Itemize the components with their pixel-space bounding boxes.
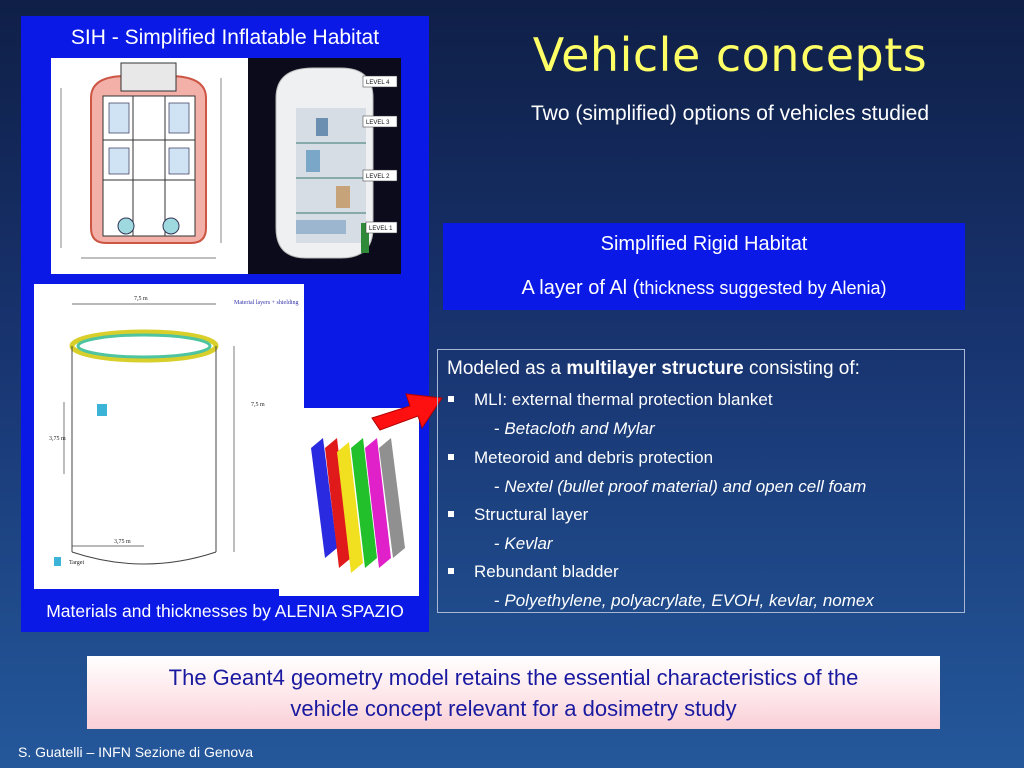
- detail-dash: -: [494, 534, 505, 553]
- list-item-label: MLI: external thermal protection blanket: [474, 390, 773, 409]
- detail-dash: -: [494, 591, 505, 610]
- detail-dash: -: [494, 477, 505, 496]
- list-item-detail: - Polyethylene, polyacrylate, EVOH, kevl…: [494, 591, 874, 611]
- level-2-label: LEVEL 2: [366, 174, 390, 180]
- bullet-square-icon: [448, 567, 454, 574]
- material-layers-image: [279, 408, 419, 596]
- detail-text: Betacloth and Mylar: [504, 419, 655, 438]
- left-panel-caption: Materials and thicknesses by ALENIA SPAZ…: [46, 601, 404, 621]
- material-layers-graphic: [311, 438, 405, 573]
- footer-author: S. Guatelli – INFN Sezione di Genova: [18, 744, 254, 760]
- level-1-label: LEVEL 1: [369, 226, 393, 232]
- bullet-square-icon: [448, 395, 454, 402]
- bullet-square-icon: [448, 510, 454, 517]
- list-item-detail: - Kevlar: [494, 534, 553, 554]
- rigid-habitat-box: Simplified Rigid Habitat A layer of Al (…: [443, 223, 965, 310]
- material-layers-label: Material layers + shielding: [234, 300, 299, 306]
- dim-top-label: 7,5 m: [134, 296, 148, 302]
- detail-text: Kevlar: [504, 534, 553, 553]
- dim-bottom-label: 3,75 m: [114, 539, 131, 545]
- rigid-habitat-title: Simplified Rigid Habitat: [600, 233, 808, 255]
- multilayer-intro: Modeled as a multilayer structure consis…: [447, 358, 860, 380]
- list-item: MLI: external thermal protection blanket: [448, 390, 773, 410]
- arrow-right-icon: [371, 393, 443, 431]
- habitat-drawing-image: LEVEL 4 LEVEL 3 LEVEL 2 LEVEL 1: [51, 58, 401, 274]
- detail-text: Nextel (bullet proof material) and open …: [504, 477, 867, 496]
- cylinder-model-image: 7,5 m 7,5 m 3,75 m 3,75 m Material layer…: [34, 284, 304, 589]
- detail-text: Polyethylene, polyacrylate, EVOH, kevlar…: [504, 591, 874, 610]
- dim-right-label: 7,5 m: [251, 402, 265, 408]
- detail-dash: -: [494, 419, 505, 438]
- list-item-label: Structural layer: [474, 505, 589, 524]
- list-item-detail: - Nextel (bullet proof material) and ope…: [494, 477, 866, 497]
- list-item-label: Meteoroid and debris protection: [474, 448, 714, 467]
- list-item: Meteoroid and debris protection: [448, 448, 713, 468]
- list-item: Structural layer: [448, 505, 588, 525]
- list-item-detail: - Betacloth and Mylar: [494, 419, 655, 439]
- intro-post: consisting of:: [743, 358, 860, 379]
- level-3-label: LEVEL 3: [366, 120, 390, 126]
- left-image-panel: SIH - Simplified Inflatable Habitat: [21, 16, 429, 632]
- intro-bold: multilayer structure: [566, 358, 744, 379]
- conclusion-box: The Geant4 geometry model retains the es…: [87, 656, 940, 729]
- dim-left-label: 3,75 m: [49, 436, 66, 442]
- intro-pre: Modeled as a: [447, 358, 567, 379]
- rigid-line-small: thickness suggested by Alenia): [639, 278, 887, 298]
- multilayer-structure-box: Modeled as a multilayer structure consis…: [437, 349, 965, 613]
- slide-title: Vehicle concepts: [532, 28, 928, 82]
- list-item: Rebundant bladder: [448, 562, 619, 582]
- bullet-square-icon: [448, 453, 454, 460]
- conclusion-line-2: vehicle concept relevant for a dosimetry…: [290, 696, 737, 721]
- slide-subtitle: Two (simplified) options of vehicles stu…: [530, 102, 929, 125]
- rigid-line-main: A layer of Al (: [521, 277, 640, 299]
- list-item-label: Rebundant bladder: [474, 562, 619, 581]
- level-4-label: LEVEL 4: [366, 80, 390, 86]
- habitat-drawing-graphic: LEVEL 4 LEVEL 3 LEVEL 2 LEVEL 1: [51, 58, 401, 274]
- cylinder-model-graphic: 7,5 m 7,5 m 3,75 m 3,75 m Material layer…: [49, 296, 299, 566]
- rigid-habitat-description: A layer of Al (thickness suggested by Al…: [443, 277, 965, 300]
- conclusion-line-1: The Geant4 geometry model retains the es…: [168, 665, 859, 690]
- sih-title: SIH - Simplified Inflatable Habitat: [70, 26, 380, 49]
- target-label: Target: [69, 560, 84, 566]
